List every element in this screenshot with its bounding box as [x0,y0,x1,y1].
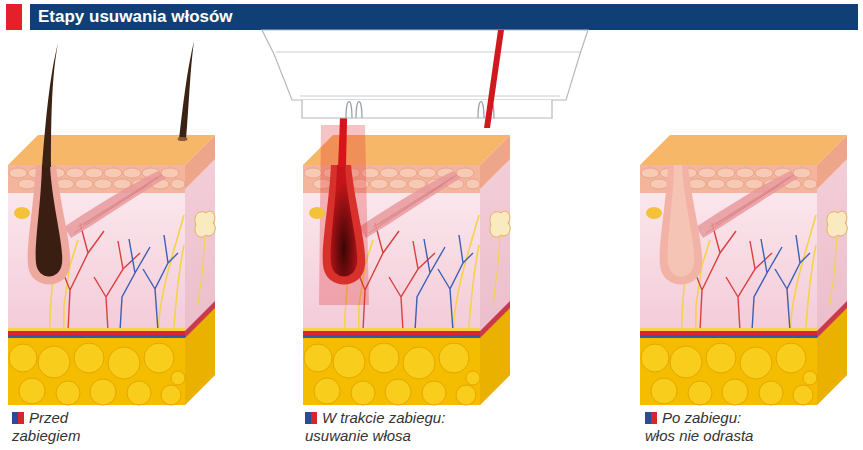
sebaceous-gland [309,207,325,219]
sebaceous-gland [14,207,30,219]
follicle [323,165,366,285]
hair-shaft [179,41,194,139]
title-bar [30,4,858,30]
hair-pore [178,137,188,141]
follicle [660,165,703,285]
bullet-icon [12,412,24,424]
bullet-icon [645,412,657,424]
hair-shaft [42,43,58,167]
follicle [28,165,71,285]
hair-root [331,165,358,277]
sebaceous-gland [646,207,662,219]
hair-root [36,165,63,277]
skin-section [8,135,215,405]
skin-block [640,135,847,405]
title-text: Etapy usuwania włosów [38,4,233,30]
skin-block [8,41,215,405]
skin-section [303,135,510,405]
skin-section [640,135,847,405]
title-accent [6,4,22,30]
stage-caption: W trakcie zabiegu: usuwanie włosa [305,409,485,445]
stage-caption: Przed zabiegiem [12,409,107,445]
laser-handpiece [262,30,588,128]
hair-root [668,165,695,277]
caption-text: W trakcie zabiegu: usuwanie włosa [305,409,445,444]
bullet-icon [305,412,317,424]
caption-text: Po zabiegu: włos nie odrasta [645,409,753,444]
stage-caption: Po zabiegu: włos nie odrasta [645,409,770,445]
laser-beam [484,30,504,128]
